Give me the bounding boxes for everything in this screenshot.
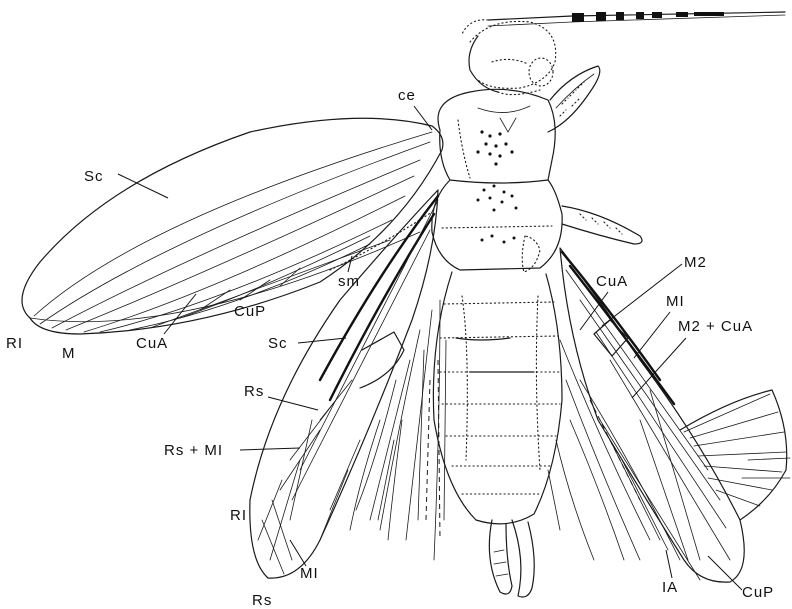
label-rs-left: Rs (244, 383, 264, 400)
right-wing-fringe (548, 340, 700, 580)
forewing (22, 118, 443, 334)
annotation-m-forewing: M (62, 345, 76, 362)
pronotum (438, 89, 555, 183)
annotation-ce: ce (398, 87, 432, 130)
label-r1-left: RI (230, 507, 247, 524)
label-m1-left: MI (300, 565, 319, 582)
label-cup-right: CuP (742, 584, 774, 601)
annotation-rs-left: Rs (244, 383, 318, 410)
annotation-m1-left: MI (290, 540, 319, 582)
hindwing-right (560, 248, 744, 582)
label-ce: ce (398, 87, 416, 104)
label-sc-hindwing-left: Sc (268, 335, 288, 352)
right-midleg (562, 206, 642, 244)
annotation-cup-forewing: CuP (234, 303, 266, 320)
antenna (462, 12, 785, 34)
label-cua-forewing: CuA (136, 335, 168, 352)
right-anal-fan (680, 390, 790, 520)
label-cua-right: CuA (596, 273, 628, 290)
annotation-m2-right: M2 (602, 254, 707, 326)
head (469, 21, 556, 94)
label-m1-right: MI (666, 293, 685, 310)
thorax (432, 180, 562, 272)
annotation-rs-m1-left: Rs + MI (164, 442, 300, 459)
label-r1-forewing: RI (6, 335, 23, 352)
annotation-r1-forewing: RI (6, 335, 23, 352)
label-rs-bottom: Rs (252, 592, 272, 609)
annotation-ia-right: IA (662, 550, 678, 596)
label-rs-m1-left: Rs + MI (164, 442, 223, 459)
annotation-rs-bottom: Rs (252, 592, 272, 609)
annotation-sc-hindwing-left: Sc (268, 335, 346, 352)
right-foreleg (548, 66, 600, 132)
annotation-r1-left: RI (230, 507, 247, 524)
label-cup-forewing: CuP (234, 303, 266, 320)
label-ia-right: IA (662, 579, 678, 596)
label-m-forewing: M (62, 345, 76, 362)
annotation-m2-cua-right: M2 + CuA (632, 318, 753, 398)
cerci (489, 520, 534, 597)
annotation-cup-right: CuP (708, 556, 774, 601)
abdomen (433, 272, 562, 524)
label-m2-cua-right: M2 + CuA (678, 318, 753, 335)
label-sm: sm (338, 273, 360, 290)
annotation-cua-forewing: CuA (136, 294, 196, 352)
label-sc-forewing: Sc (84, 168, 104, 185)
label-m2-right: M2 (684, 254, 707, 271)
